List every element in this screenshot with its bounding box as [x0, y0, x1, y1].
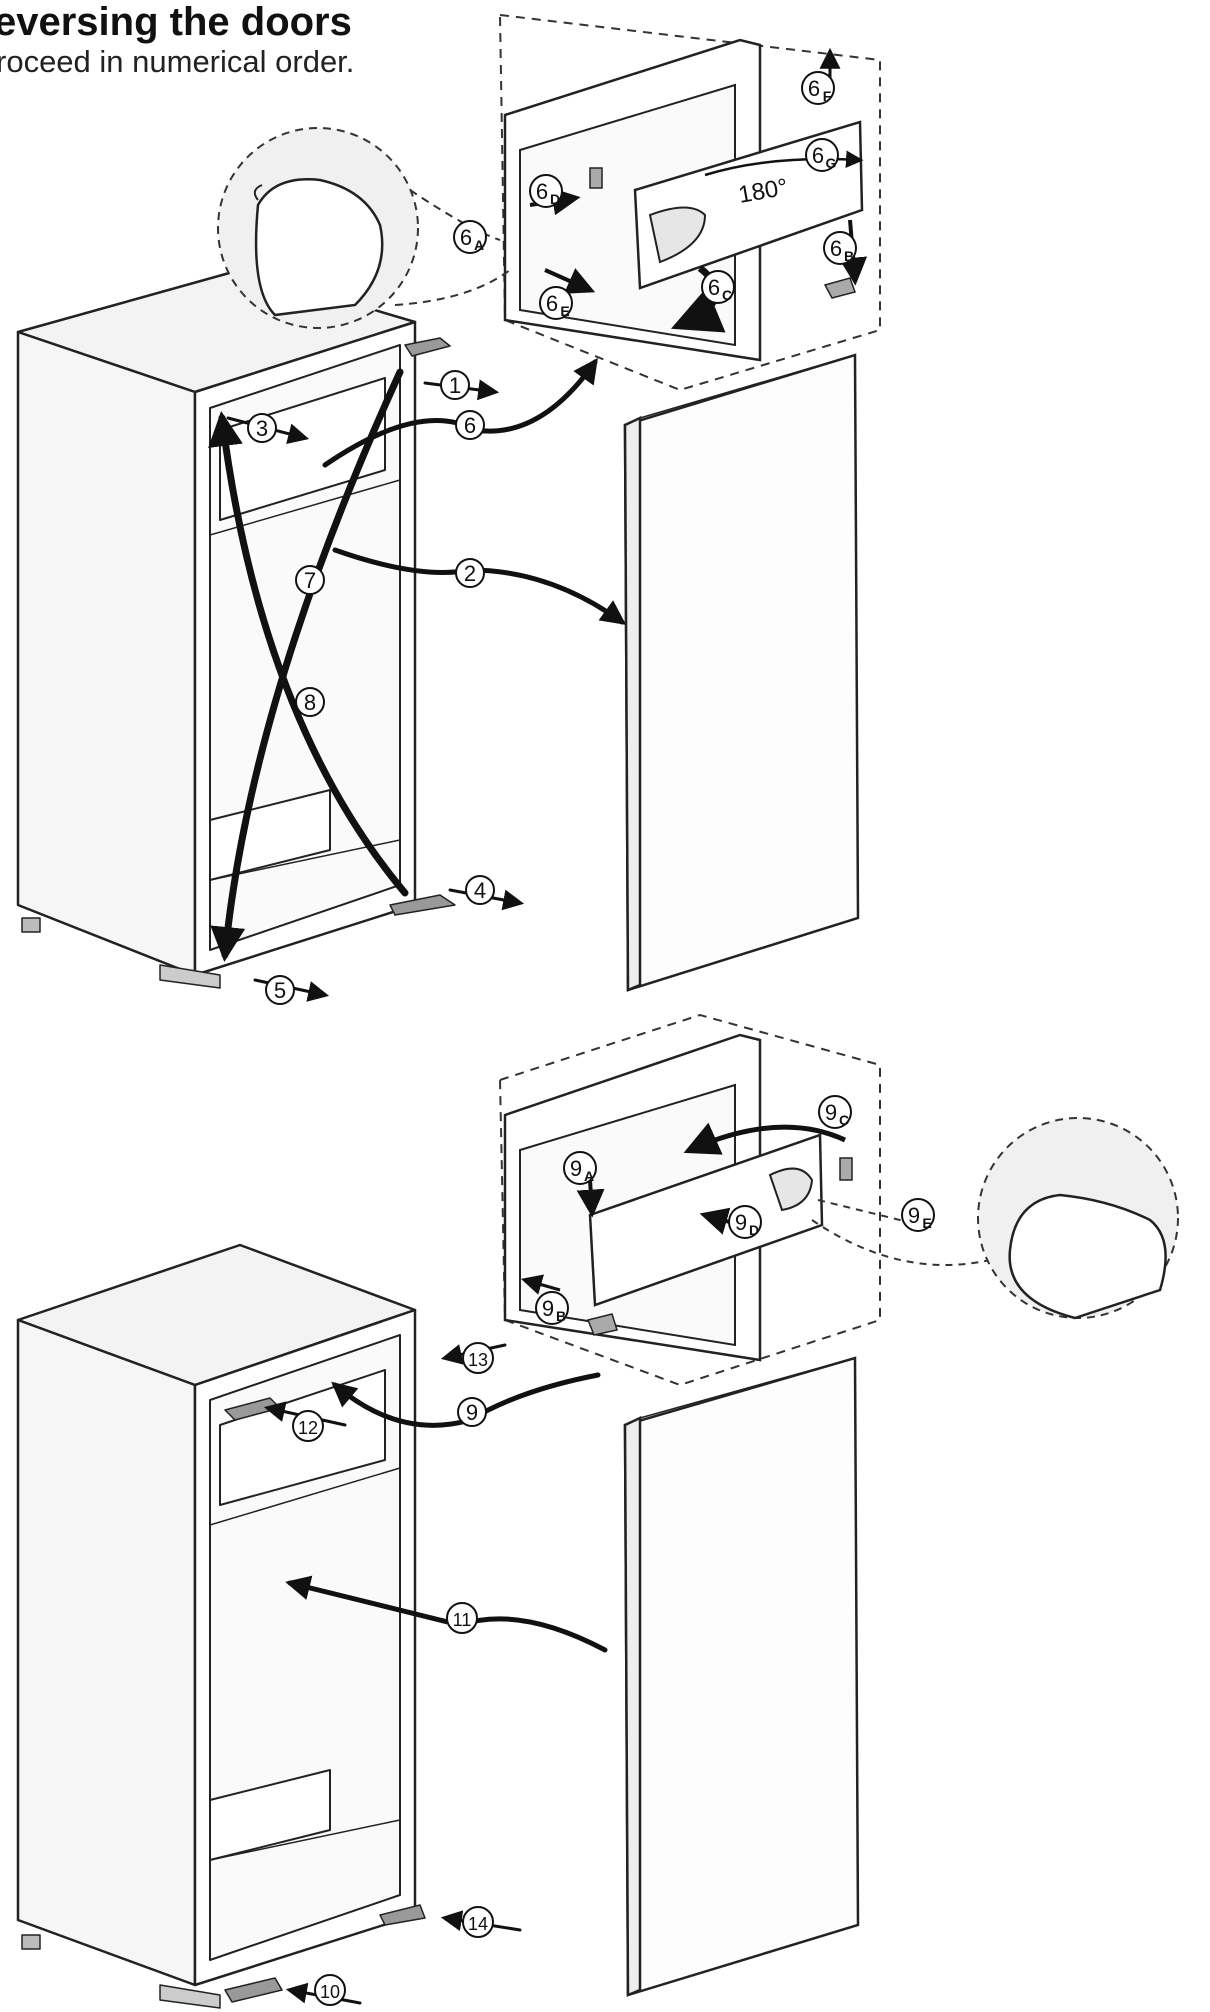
step-label-12: 12 — [292, 1410, 324, 1442]
svg-text:6: 6 — [546, 291, 558, 316]
step-label-6: 6 — [455, 410, 485, 440]
step-label-6d: 6 D — [529, 174, 563, 208]
magnified-grip-detail-top — [217, 127, 511, 329]
svg-text:C: C — [722, 287, 732, 303]
step-label-9d: 9 D — [728, 1205, 762, 1239]
step-label-6e: 6 E — [539, 286, 573, 320]
step-label-10: 10 — [314, 1974, 346, 2006]
svg-text:C: C — [839, 1112, 849, 1128]
svg-text:6: 6 — [830, 236, 842, 261]
page-subtitle: roceed in numerical order. — [0, 44, 355, 79]
step-label-2: 2 — [455, 558, 485, 588]
svg-text:D: D — [550, 191, 560, 207]
svg-text:3: 3 — [256, 416, 268, 441]
svg-text:8: 8 — [304, 690, 316, 715]
svg-text:9: 9 — [570, 1156, 582, 1181]
svg-text:12: 12 — [298, 1418, 318, 1438]
step-label-4: 4 — [465, 875, 495, 905]
step-label-6f: 6 F — [801, 71, 835, 105]
step-label-5: 5 — [265, 975, 295, 1005]
fridge-bottom-assembly — [16, 1243, 426, 2009]
svg-text:F: F — [823, 88, 832, 104]
svg-text:14: 14 — [468, 1914, 488, 1934]
step-label-9e: 9 E — [901, 1198, 935, 1232]
svg-text:10: 10 — [320, 1982, 340, 2002]
step-label-6g: 6 G — [805, 138, 839, 172]
svg-text:B: B — [844, 248, 854, 264]
svg-text:7: 7 — [304, 568, 316, 593]
svg-text:9: 9 — [908, 1203, 920, 1228]
svg-text:A: A — [474, 237, 484, 253]
step-label-9c: 9 C — [818, 1095, 852, 1129]
step-label-1: 1 — [440, 370, 470, 400]
freezer-detail-inset-top — [498, 13, 881, 392]
svg-text:G: G — [826, 155, 837, 171]
step-label-3: 3 — [247, 413, 277, 443]
step-label-6c: 6 C — [701, 270, 735, 304]
svg-text:9: 9 — [825, 1100, 837, 1125]
svg-text:6: 6 — [464, 413, 476, 438]
freezer-detail-inset-bottom — [498, 1013, 991, 1387]
magnified-grip-detail-bottom — [977, 1117, 1179, 1320]
step-label-6a: 6 A — [453, 220, 487, 254]
step-label-9b: 9 B — [535, 1291, 569, 1325]
door-panel-bottom — [623, 1356, 860, 1997]
svg-text:9: 9 — [542, 1296, 554, 1321]
svg-text:9: 9 — [735, 1210, 747, 1235]
svg-text:E: E — [922, 1215, 931, 1231]
step-label-9a: 9 A — [563, 1151, 597, 1185]
step-label-13: 13 — [462, 1342, 494, 1374]
step-label-6b: 6 B — [823, 231, 857, 265]
svg-text:6: 6 — [808, 76, 820, 101]
svg-text:D: D — [749, 1222, 759, 1238]
svg-text:B: B — [556, 1308, 566, 1324]
svg-text:6: 6 — [460, 225, 472, 250]
svg-text:E: E — [560, 303, 569, 319]
door-panel-top — [623, 353, 860, 992]
svg-text:6: 6 — [812, 143, 824, 168]
svg-text:1: 1 — [449, 373, 461, 398]
step-label-11: 11 — [446, 1602, 478, 1634]
step-label-9: 9 — [457, 1397, 487, 1427]
page-title: eversing the doors — [0, 0, 352, 44]
svg-text:6: 6 — [536, 179, 548, 204]
svg-text:A: A — [584, 1168, 594, 1184]
svg-text:6: 6 — [708, 275, 720, 300]
svg-text:2: 2 — [464, 561, 476, 586]
svg-text:13: 13 — [468, 1350, 488, 1370]
svg-text:9: 9 — [466, 1400, 478, 1425]
step-label-8: 8 — [295, 687, 325, 717]
svg-text:5: 5 — [274, 978, 286, 1003]
svg-text:11: 11 — [453, 1610, 472, 1630]
step-label-7: 7 — [295, 565, 325, 595]
step-label-14: 14 — [462, 1906, 494, 1938]
svg-text:4: 4 — [474, 878, 486, 903]
